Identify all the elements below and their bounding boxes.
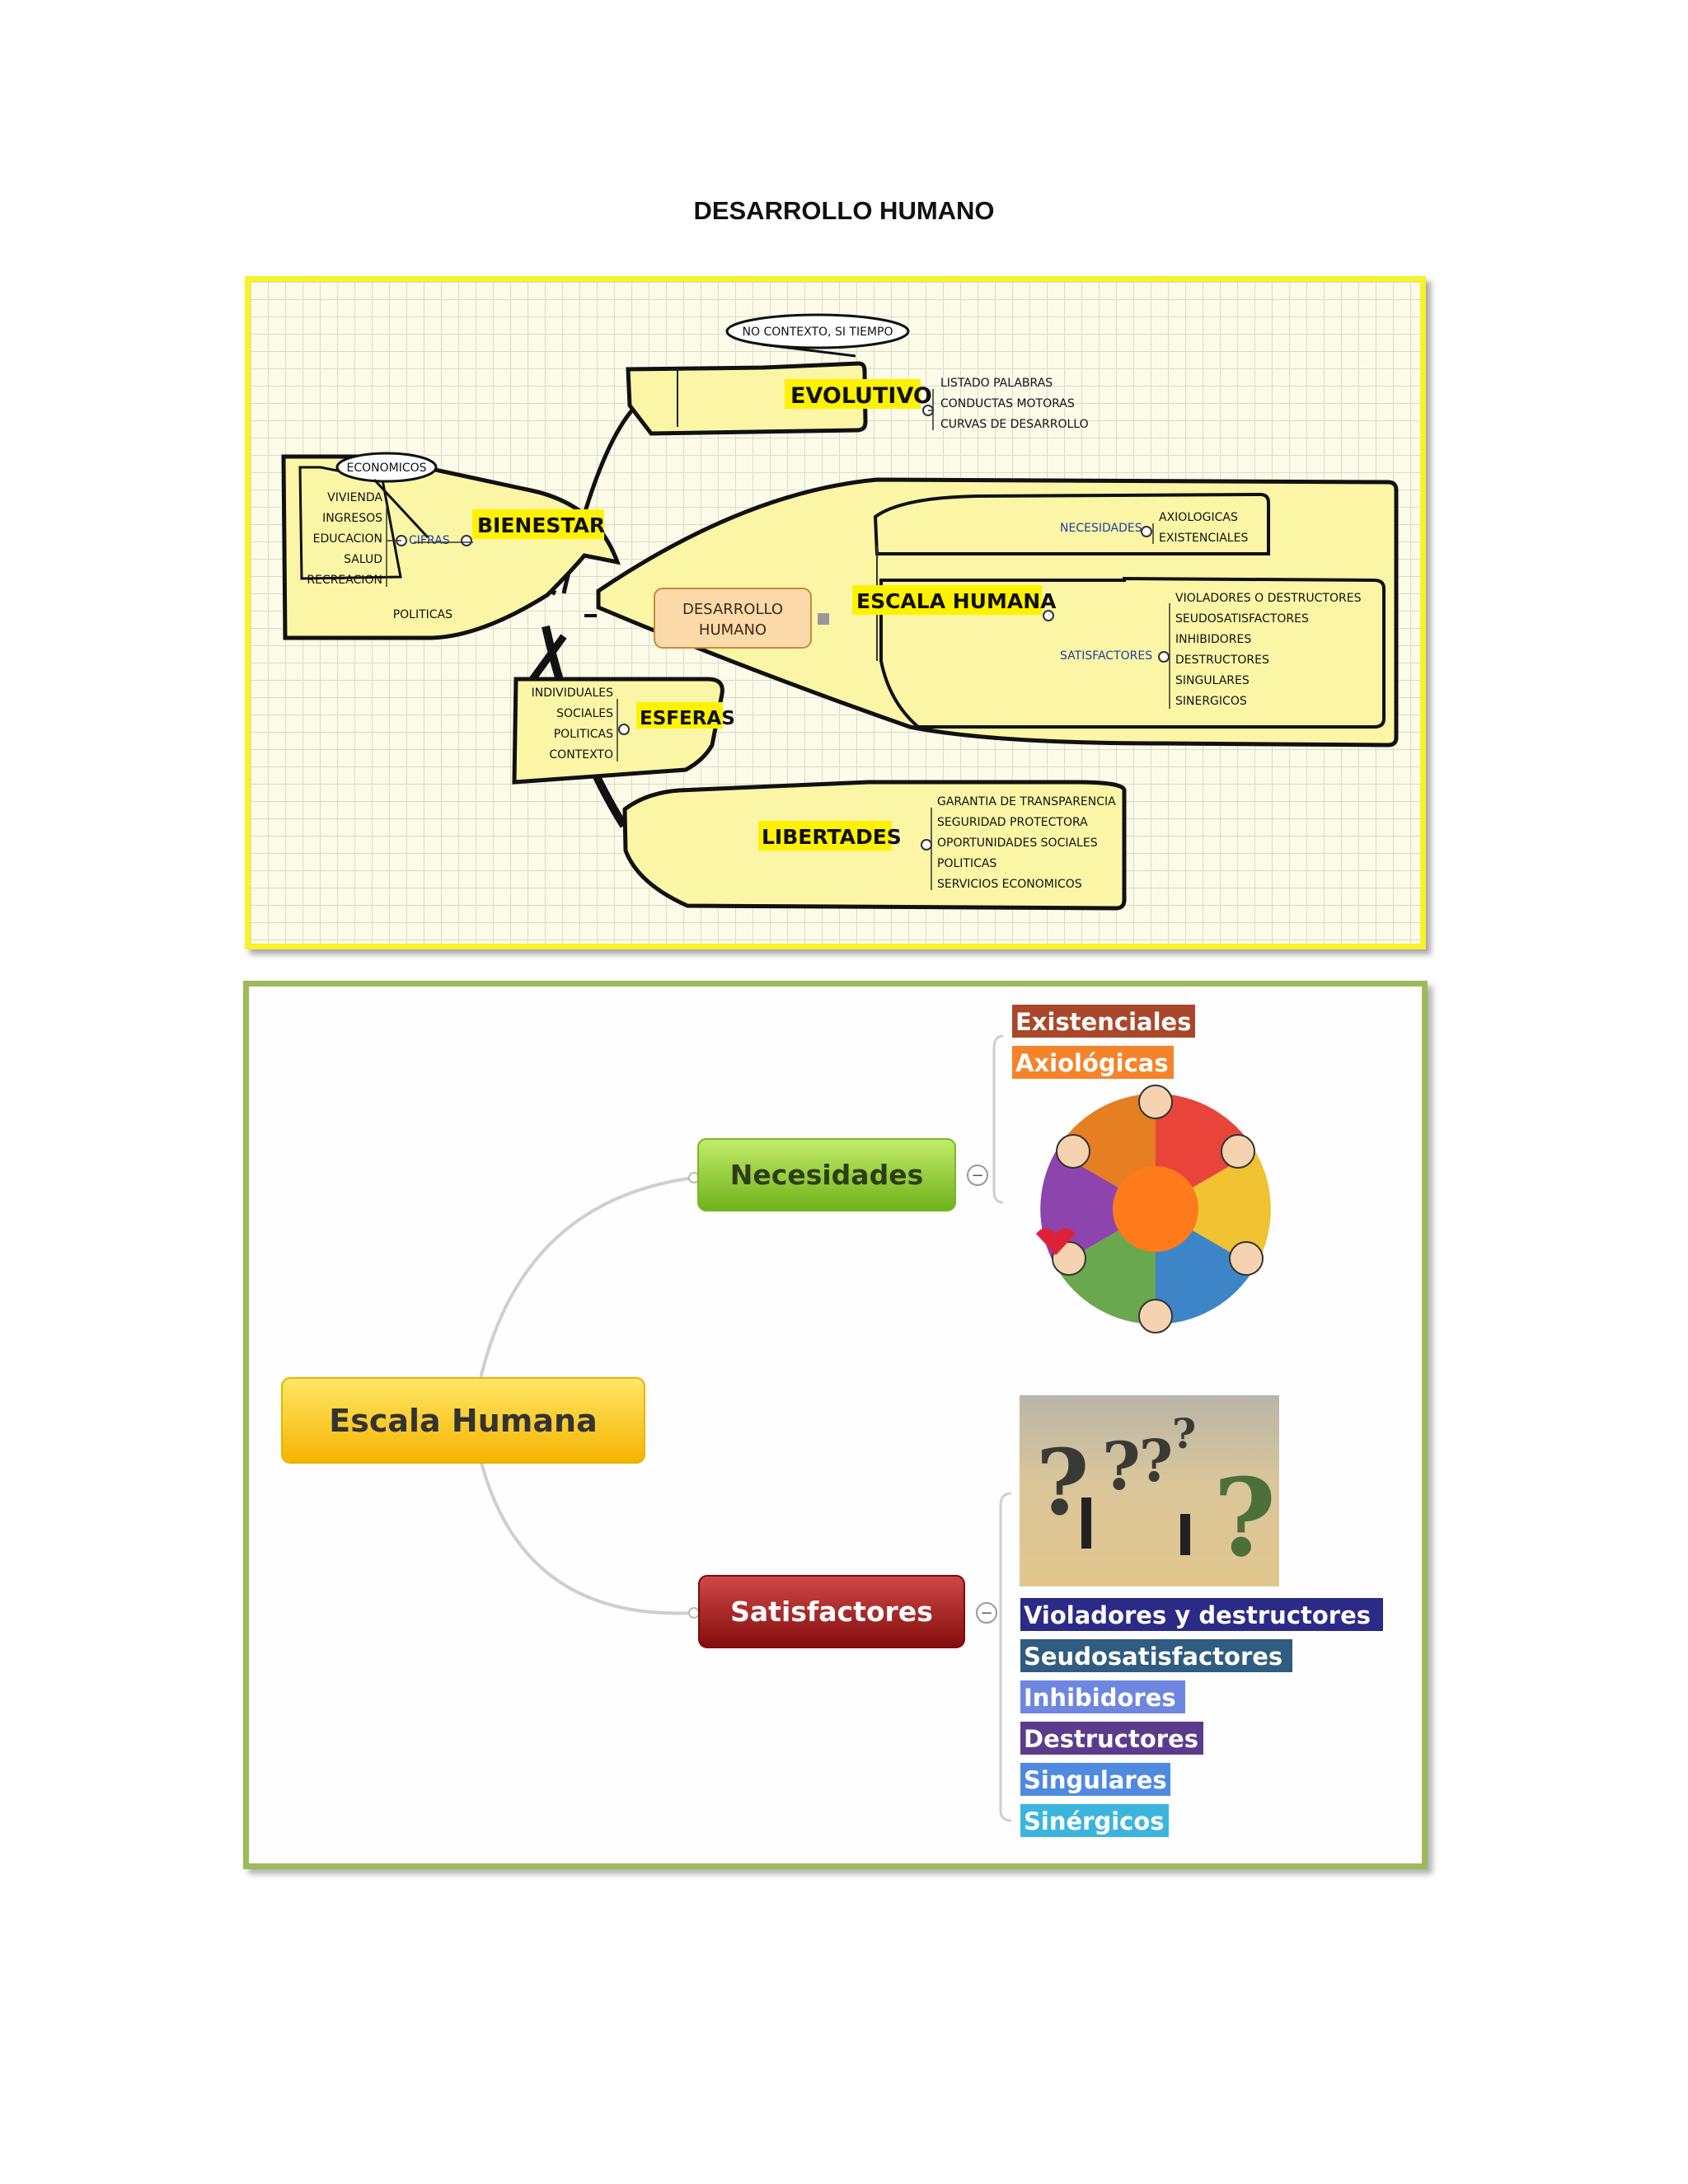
page-title: DESARROLLO HUMANO: [693, 196, 995, 225]
svg-text:?: ?: [1172, 1409, 1196, 1458]
necesidades-node-box: [697, 1138, 956, 1212]
libertades-item-1: SEGURIDAD PROTECTORA: [937, 816, 1088, 829]
center-node-box: [654, 588, 812, 649]
satisfactores-item-1: Seudosatisfactores: [1024, 1643, 1282, 1671]
children-wheel-image: [1036, 1085, 1271, 1333]
esferas-item-0: INDIVIDUALES: [532, 687, 613, 700]
politicas-label: POLITICAS: [393, 608, 452, 621]
satisfactores-collapse-dot: [1158, 651, 1170, 663]
evolutivo-item-1: CONDUCTAS MOTORAS: [940, 397, 1075, 410]
question-marks-image: ? ? ? ? ?: [1020, 1395, 1279, 1586]
mind-map-2-canvas: Escala Humana Necesidades − Satisfactore…: [281, 1005, 1383, 1837]
svg-text:?: ?: [1213, 1455, 1276, 1581]
esferas-item-1: SOCIALES: [556, 707, 613, 720]
satisfactores-item-3: Destructores: [1024, 1725, 1198, 1753]
note-economicos-text: ECONOMICOS: [346, 462, 426, 475]
satisfactores-item-5: SINERGICOS: [1175, 695, 1247, 708]
necesidades-children-bracket: [992, 1034, 1004, 1204]
evolutivo-item-0: LISTADO PALABRAS: [940, 377, 1053, 390]
escala-collapse-dot: [1043, 610, 1054, 621]
bienestar-inner-bubble: [298, 466, 402, 580]
evolutivo-item-2: CURVAS DE DESARROLLO: [940, 418, 1089, 431]
necesidades-node-label: Necesidades: [730, 1159, 923, 1191]
necesidades-item-axiologicas: Axiológicas: [1015, 1049, 1169, 1077]
cifras-item-2: EDUCACION: [313, 532, 382, 546]
satisfactores-item-4: SINGULARES: [1175, 674, 1250, 687]
necesidades-item-1: EXISTENCIALES: [1159, 532, 1248, 545]
connector-center-esferas: [528, 634, 567, 684]
libertades-label: LIBERTADES: [762, 825, 902, 849]
esferas-item-2: POLITICAS: [554, 728, 613, 741]
satisfactores-children-bracket: [999, 1492, 1012, 1822]
satisfactores-collapse-symbol: −: [980, 1605, 992, 1622]
satisfactores-item-5: Sinérgicos: [1024, 1807, 1165, 1835]
center-marker: [818, 613, 829, 625]
esferas-label: ESFERAS: [640, 708, 735, 729]
esferas-item-3: CONTEXTO: [549, 748, 613, 762]
satisfactores-item-0: VIOLADORES O DESTRUCTORES: [1175, 592, 1362, 605]
bienestar-bubble: [281, 454, 621, 640]
cifras-item-0: VIVIENDA: [327, 491, 382, 504]
libertades-collapse-dot: [921, 839, 932, 851]
svg-text:?: ?: [1036, 1429, 1089, 1535]
center-node-line2: HUMANO: [699, 621, 767, 639]
note-economicos-tail: [373, 478, 429, 539]
satisfactores-item-2: Inhibidores: [1024, 1684, 1176, 1712]
svg-text:?: ?: [1102, 1427, 1141, 1505]
root-node-box: [281, 1377, 645, 1464]
satisfactores-item-4: Singulares: [1024, 1766, 1167, 1794]
note-economicos-bubble: [335, 452, 438, 483]
cifras-item-4: RECREACION: [307, 574, 382, 587]
evolutivo-label: EVOLUTIVO: [790, 383, 932, 409]
cifras-label: CIFRAS: [409, 534, 450, 547]
connector-root-necesidades: [478, 1176, 695, 1383]
necesidades-collapse-button: [967, 1165, 988, 1186]
esferas-collapse-dot: [618, 724, 630, 735]
satisfactores-label: SATISFACTORES: [1060, 649, 1152, 663]
satisfactores-item-3: DESTRUCTORES: [1175, 654, 1269, 667]
libertades-item-2: OPORTUNIDADES SOCIALES: [937, 837, 1098, 850]
satisfactores-item-2: INHIBIDORES: [1175, 633, 1251, 646]
bienestar-label: BIENESTAR: [477, 513, 605, 537]
note-no-contexto-bubble: [725, 313, 910, 349]
necesidades-collapse-dot: [1141, 526, 1152, 537]
satisfactores-collapse-button: [976, 1602, 997, 1624]
libertades-item-3: POLITICAS: [937, 857, 996, 870]
root-node-label: Escala Humana: [329, 1403, 597, 1439]
connector-root-satisfactores: [478, 1455, 695, 1615]
note-no-contexto-text: NO CONTEXTO, SI TIEMPO: [743, 326, 893, 339]
center-node-line1: DESARROLLO: [682, 601, 783, 618]
necesidades-item-existenciales: Existenciales: [1015, 1008, 1191, 1036]
satisfactores-item-1: SEUDOSATISFACTORES: [1175, 612, 1309, 626]
note-no-contexto-tail: [761, 343, 856, 358]
satisfactores-node-box: [698, 1575, 965, 1648]
bienestar-collapse-dot: [461, 535, 472, 546]
mind-map-1-canvas: EVOLUTIVO BIENESTAR ESCALA HUMANA ESFERA…: [281, 313, 1399, 911]
necesidades-label: NECESIDADES: [1060, 522, 1142, 535]
svg-text:?: ?: [1139, 1427, 1173, 1495]
cifras-item-3: SALUD: [344, 553, 382, 566]
escala-humana-label: ESCALA HUMANA: [856, 589, 1057, 613]
necesidades-bubble: [873, 492, 1270, 555]
libertades-item-0: GARANTIA DE TRANSPARENCIA: [937, 795, 1116, 808]
satisfactores-node-label: Satisfactores: [730, 1596, 933, 1628]
libertades-item-4: SERVICIOS ECONOMICOS: [937, 878, 1082, 891]
connector-end-satisfactores: [688, 1607, 700, 1619]
mind-map-escala-humana: Escala Humana Necesidades − Satisfactore…: [243, 981, 1428, 1869]
cifras-item-1: INGRESOS: [322, 512, 382, 525]
necesidades-collapse-symbol: −: [971, 1167, 983, 1184]
mind-map-desarrollo-humano: EVOLUTIVO BIENESTAR ESCALA HUMANA ESFERA…: [245, 276, 1426, 949]
satisfactores-item-0: Violadores y destructores: [1024, 1601, 1371, 1629]
satisfactores-bubble: [879, 576, 1386, 729]
necesidades-item-0: AXIOLOGICAS: [1159, 511, 1238, 524]
